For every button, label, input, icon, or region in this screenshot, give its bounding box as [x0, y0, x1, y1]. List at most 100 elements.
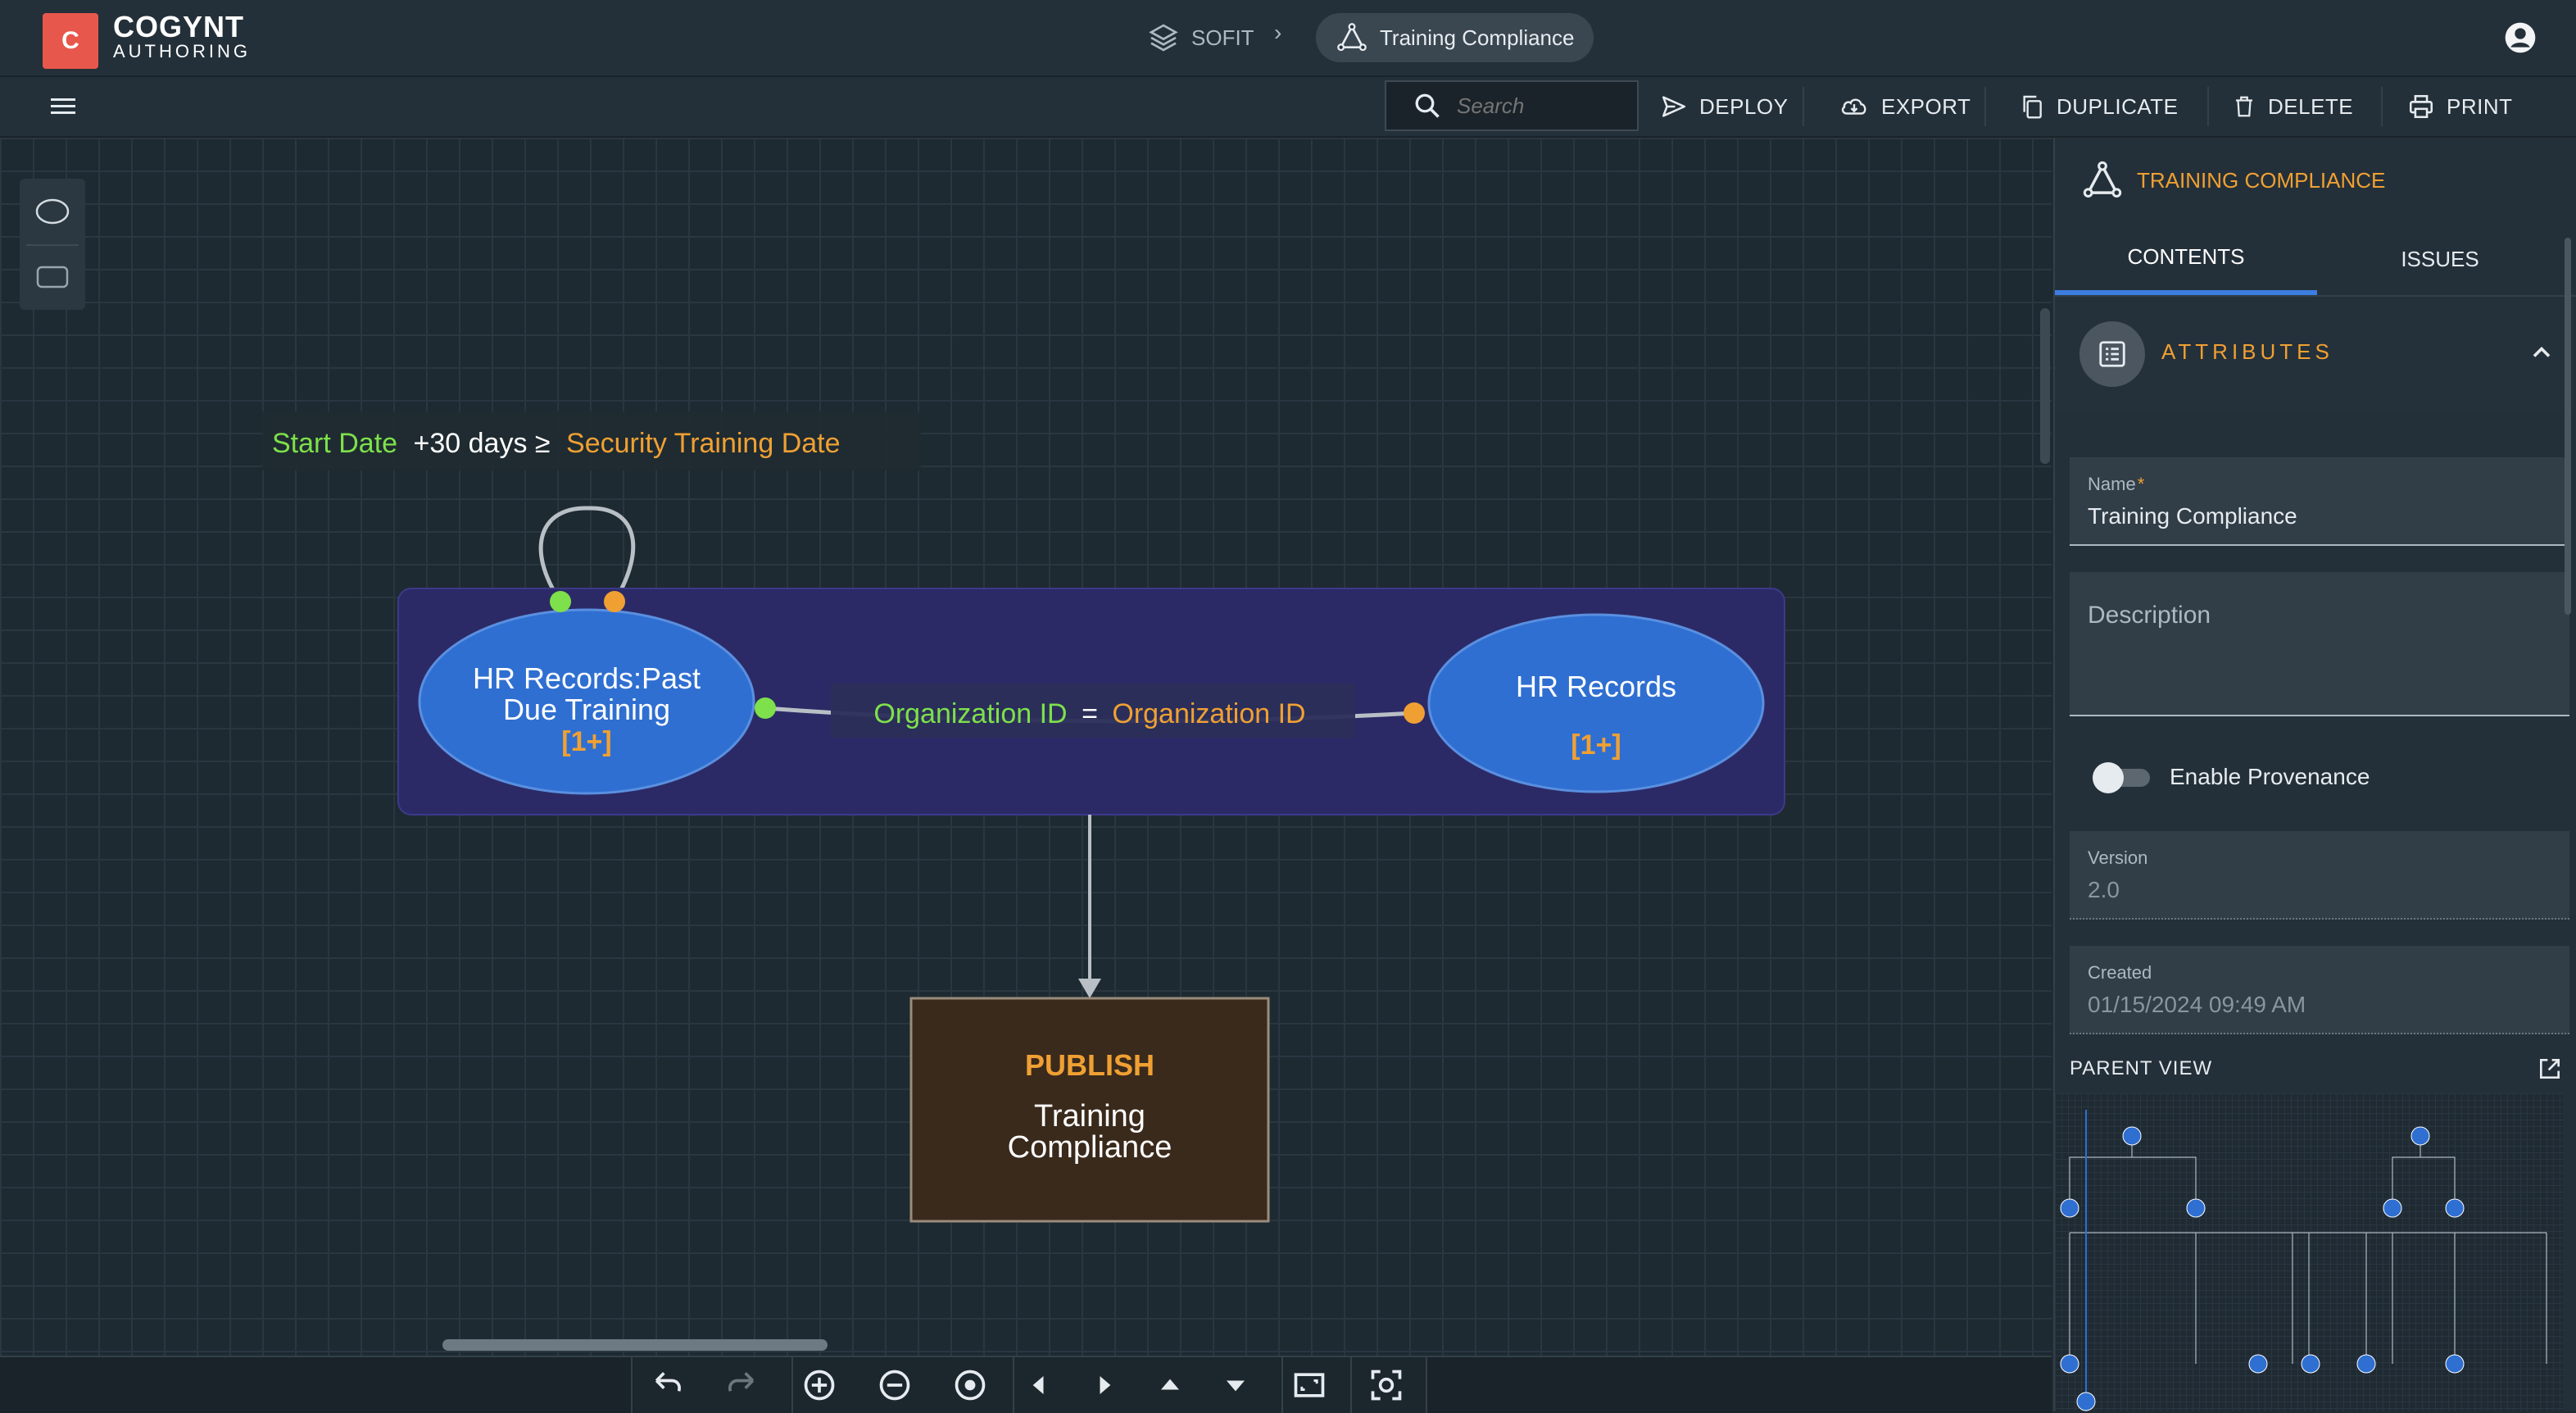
- fit-to-screen-icon[interactable]: [1291, 1367, 1327, 1403]
- zoom-in-icon[interactable]: [801, 1367, 837, 1403]
- focus-selection-icon[interactable]: [1368, 1367, 1404, 1403]
- tab-contents[interactable]: CONTENTS: [2055, 223, 2317, 295]
- export-button[interactable]: EXPORT: [1839, 77, 1971, 136]
- controls-divider: [1350, 1357, 1352, 1413]
- node-left-badge: [1+]: [561, 726, 611, 757]
- minimap-node: [2301, 1354, 2320, 1374]
- provenance-toggle[interactable]: [2093, 762, 2152, 793]
- link-start-port[interactable]: [755, 697, 776, 719]
- panel-scrollbar[interactable]: [2565, 238, 2571, 615]
- pan-up-icon[interactable]: [1152, 1367, 1188, 1403]
- chevron-up-icon[interactable]: [2527, 338, 2556, 367]
- link-end-port[interactable]: [1404, 702, 1425, 724]
- horizontal-scrollbar[interactable]: [442, 1339, 828, 1351]
- search-icon: [1415, 93, 1440, 118]
- canvas-controls-bar: [0, 1356, 2052, 1413]
- layers-icon: [1149, 24, 1178, 52]
- action-toolbar: DEPLOY EXPORT DUPLICATE DELETE PRINT: [0, 77, 2576, 138]
- loop-start-port[interactable]: [550, 591, 571, 612]
- pan-down-icon[interactable]: [1218, 1367, 1254, 1403]
- pattern-canvas[interactable]: Start Date +30 days ≥ Security Training …: [0, 138, 2052, 1356]
- print-button[interactable]: PRINT: [2407, 77, 2513, 136]
- description-field[interactable]: Description: [2070, 572, 2569, 716]
- logo-letter: C: [61, 27, 79, 54]
- user-account-icon[interactable]: [2504, 21, 2537, 54]
- self-loop-edge[interactable]: [538, 506, 636, 603]
- toolbar-divider: [2381, 87, 2383, 126]
- pattern-icon: [2083, 161, 2122, 198]
- minimap-node: [2445, 1354, 2465, 1374]
- node-left-line2: Due Training: [503, 693, 670, 726]
- parent-view-label: PARENT VIEW: [2070, 1057, 2213, 1079]
- link-label[interactable]: Organization ID = Organization ID: [873, 698, 1305, 729]
- zoom-out-icon[interactable]: [877, 1367, 913, 1403]
- version-label: Version: [2088, 847, 2148, 868]
- tab-contents-label: CONTENTS: [2127, 243, 2245, 269]
- minimap-node: [2383, 1198, 2402, 1218]
- parent-view-header: PARENT VIEW: [2055, 1043, 2576, 1095]
- arrow-head-icon: [1078, 979, 1101, 998]
- breadcrumb-current[interactable]: Training Compliance: [1316, 13, 1594, 62]
- redo-icon[interactable]: [724, 1367, 760, 1403]
- minimap-node: [2076, 1392, 2096, 1411]
- minimap-node: [2445, 1198, 2465, 1218]
- version-field: Version 2.0: [2070, 831, 2569, 920]
- name-label: Name*: [2088, 474, 2144, 495]
- pan-right-icon[interactable]: [1086, 1367, 1122, 1403]
- undo-icon[interactable]: [649, 1367, 685, 1403]
- canvas-vertical-scrollbar[interactable]: [2040, 308, 2050, 464]
- search-box[interactable]: [1385, 80, 1639, 131]
- center-icon[interactable]: [952, 1367, 988, 1403]
- minimap-node: [2410, 1126, 2430, 1146]
- pan-left-icon[interactable]: [1021, 1367, 1057, 1403]
- delete-label: DELETE: [2268, 93, 2354, 119]
- publish-node[interactable]: [909, 997, 1270, 1223]
- loop-end-port[interactable]: [604, 591, 625, 612]
- hamburger-menu-icon[interactable]: [49, 95, 77, 118]
- minimap-graph: [2060, 1110, 2547, 1411]
- open-external-icon[interactable]: [2537, 1056, 2563, 1082]
- constraint-right: Security Training Date: [566, 428, 841, 459]
- shape-palette: [20, 179, 85, 310]
- constraint-label[interactable]: Start Date +30 days ≥ Security Training …: [272, 428, 841, 459]
- duplicate-button[interactable]: DUPLICATE: [2019, 77, 2179, 136]
- link-right: Organization ID: [1112, 698, 1305, 729]
- search-input[interactable]: [1455, 92, 1622, 120]
- attributes-section-header[interactable]: ATTRIBUTES: [2055, 297, 2576, 411]
- node-left-line1: HR Records:Past: [473, 661, 701, 695]
- minimap-node: [2356, 1354, 2376, 1374]
- node-hr-records-past-due[interactable]: [418, 608, 755, 795]
- deploy-button[interactable]: DEPLOY: [1660, 77, 1789, 136]
- constraint-label-bg: [262, 411, 921, 470]
- constraint-left: Start Date: [272, 428, 397, 459]
- printer-icon: [2409, 94, 2433, 119]
- breadcrumb-root[interactable]: SOFIT: [1147, 20, 1254, 56]
- rectangle-tool-icon[interactable]: [34, 262, 70, 292]
- node-hr-records[interactable]: [1427, 613, 1765, 793]
- print-label: PRINT: [2447, 93, 2513, 119]
- send-icon: [1662, 96, 1686, 117]
- minimap-node: [2060, 1198, 2079, 1218]
- tab-issues[interactable]: ISSUES: [2317, 223, 2563, 295]
- panel-header: TRAINING COMPLIANCE: [2055, 138, 2576, 223]
- deploy-label: DEPLOY: [1699, 93, 1789, 119]
- panel-title: TRAINING COMPLIANCE: [2137, 167, 2386, 193]
- tab-issues-label: ISSUES: [2401, 246, 2479, 271]
- name-label-text: Name: [2088, 474, 2136, 494]
- publish-line2: Compliance: [1008, 1130, 1172, 1165]
- toolbar-divider: [1984, 87, 1986, 126]
- name-field[interactable]: Name* Training Compliance: [2070, 457, 2569, 546]
- breadcrumb-root-label: SOFIT: [1191, 25, 1254, 50]
- breadcrumb-current-label: Training Compliance: [1380, 25, 1575, 50]
- top-bar: C COGYNT AUTHORING SOFIT › Training Comp…: [0, 0, 2576, 77]
- created-field: Created 01/15/2024 09:49 AM: [2070, 946, 2569, 1034]
- provenance-label: Enable Provenance: [2170, 764, 2370, 789]
- ellipse-tool-icon[interactable]: [34, 197, 70, 226]
- delete-button[interactable]: DELETE: [2232, 77, 2353, 136]
- created-value: 01/15/2024 09:49 AM: [2088, 992, 2306, 1017]
- parent-view-minimap[interactable]: [2055, 1093, 2563, 1411]
- description-placeholder: Description: [2088, 602, 2211, 629]
- app-logo[interactable]: C: [43, 13, 98, 69]
- minimap-node: [2186, 1198, 2206, 1218]
- export-label: EXPORT: [1881, 93, 1971, 119]
